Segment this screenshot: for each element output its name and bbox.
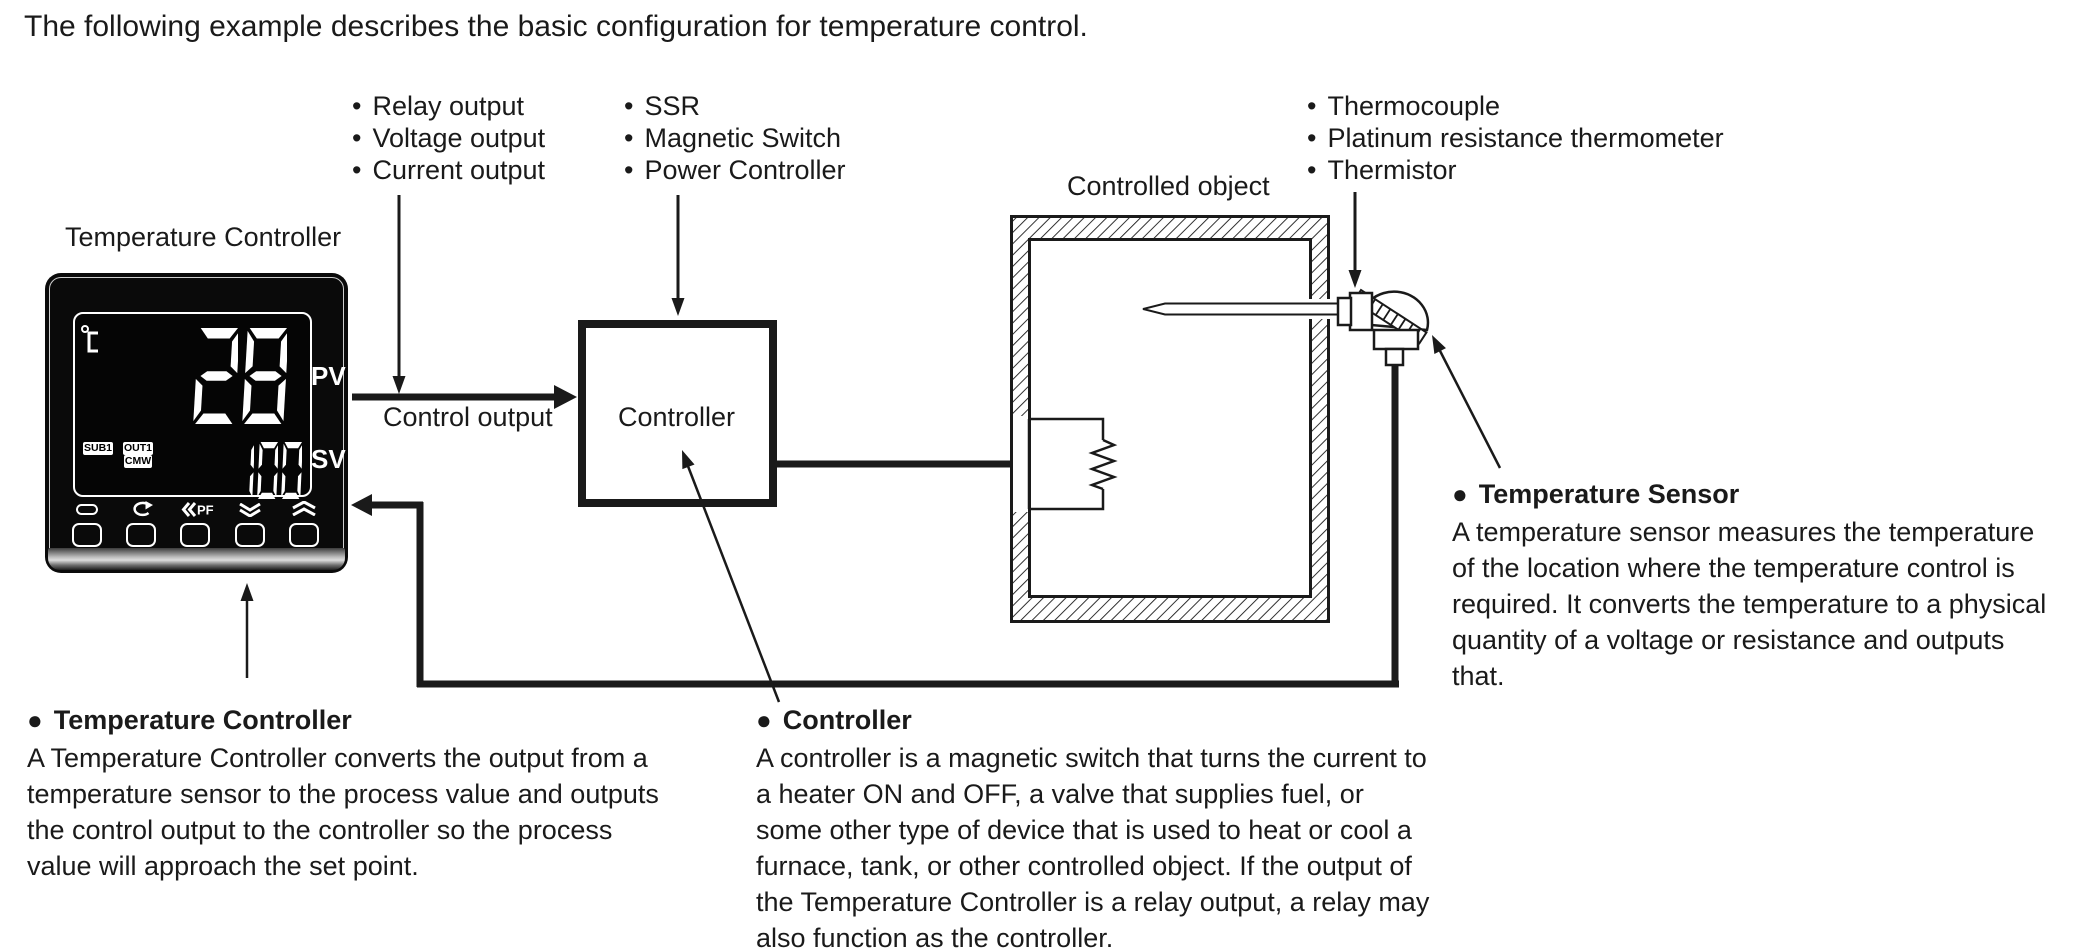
bullet-icon: • [352,91,362,121]
bullet-icon: • [624,123,634,153]
seven-segment-digit [193,328,238,424]
section-body: A Temperature Controller converts the ou… [27,743,659,881]
section-temperature-controller: ●Temperature Controller A Temperature Co… [27,703,767,884]
list-item: •Thermocouple [1307,91,1501,121]
bullet-icon: • [1307,155,1317,185]
controlled-object-label: Controlled object [1067,171,1270,201]
sv-digits [233,442,305,499]
level-key-button [72,523,102,547]
temperature-controller-label: Temperature Controller [65,222,342,252]
mode-key-icon [133,501,153,517]
section-bullet-icon: ● [1452,479,1468,509]
wall-break [1013,416,1029,512]
list-item: •Platinum resistance thermometer [1307,123,1724,153]
down-key-button [235,523,265,547]
device-display: SUB1 OUT1 CMW [73,312,312,499]
device-bottom-bezel [48,548,345,570]
pointer-controller [684,460,781,703]
section-heading: ●Temperature Controller [27,705,352,735]
controller-box-label: Controller [618,402,736,432]
section-bullet-icon: ● [27,705,43,735]
indicator-sub1: SUB1 [83,442,113,455]
list-item: •SSR [624,91,700,121]
list-item: •Thermistor [1307,155,1457,185]
bullet-icon: • [624,91,634,121]
svg-text:PF: PF [197,503,214,518]
section-body: A temperature sensor measures the temper… [1452,517,2047,691]
temperature-controller-device: SUB1 OUT1 CMW PV SV PF [45,273,348,573]
pf-key-icon: PF [181,502,214,518]
section-bullet-icon: ● [756,705,772,735]
pv-label: PV [311,361,346,391]
indicator-cmw: CMW [124,455,152,468]
mode-key-button [126,523,156,547]
bullet-icon: • [352,123,362,153]
seven-segment-digit [257,442,278,499]
list-item: •Relay output [352,91,525,121]
section-body: A controller is a magnetic switch that t… [756,743,1430,950]
section-heading: ●Temperature Sensor [1452,479,1740,509]
bullet-icon: • [1307,91,1317,121]
list-controller-types: •SSR •Magnetic Switch •Power Controller [624,90,846,186]
indicator-out1: OUT1 [123,442,153,455]
up-key-icon [292,501,316,516]
level-key-icon [76,504,98,515]
list-item: •Voltage output [352,123,546,153]
sensor-probe [1142,302,1339,316]
list-item: •Current output [352,155,546,185]
section-controller: ●Controller A controller is a magnetic s… [756,703,1576,950]
list-item: •Power Controller [624,155,846,185]
pv-digits [193,328,291,424]
seven-segment-digit [281,442,302,499]
list-item: •Magnetic Switch [624,123,842,153]
section-temperature-sensor: ●Temperature Sensor A temperature sensor… [1452,477,2092,694]
heater-resistor [1027,417,1118,511]
sv-label: SV [311,444,346,474]
seven-segment-digit [249,443,254,498]
section-heading: ●Controller [756,705,912,735]
control-output-label: Control output [383,402,553,432]
controller-box [578,320,777,507]
list-control-output-types: •Relay output •Voltage output •Current o… [352,90,545,186]
arrowheads [240,270,1446,601]
down-key-icon [239,503,261,517]
pf-key-button [180,523,210,547]
celsius-unit-icon [81,325,98,353]
list-sensor-types: •Thermocouple •Platinum resistance therm… [1307,90,1724,186]
bullet-icon: • [352,155,362,185]
seven-segment-digit [242,328,287,424]
pointer-temperature-sensor [1435,344,1502,469]
up-key-button [289,523,319,547]
bullet-icon: • [624,155,634,185]
temperature-sensor [1142,288,1430,681]
page-title: The following example describes the basi… [24,10,1088,43]
bullet-icon: • [1307,123,1317,153]
feedback-arrowhead [351,494,372,516]
